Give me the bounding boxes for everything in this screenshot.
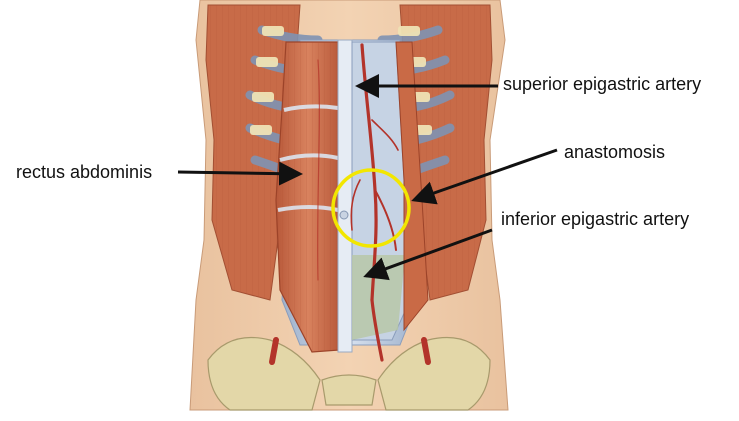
anastomosis-label: anastomosis bbox=[564, 142, 666, 162]
lower-sheath bbox=[352, 255, 405, 340]
inferior-epigastric-artery-label: inferior epigastric artery bbox=[501, 209, 690, 229]
rectus-abdominis-label: rectus abdominis bbox=[16, 162, 153, 182]
rectus-pointer-line bbox=[177, 161, 303, 186]
anastomosis-pointer-line bbox=[411, 148, 558, 205]
anastomosis-highlight-circle bbox=[331, 168, 411, 248]
superior-epigastric-artery-label: superior epigastric artery bbox=[503, 74, 702, 94]
linea-alba bbox=[337, 39, 353, 353]
pelvis bbox=[207, 336, 491, 411]
inferior-pointer-line bbox=[363, 228, 493, 281]
